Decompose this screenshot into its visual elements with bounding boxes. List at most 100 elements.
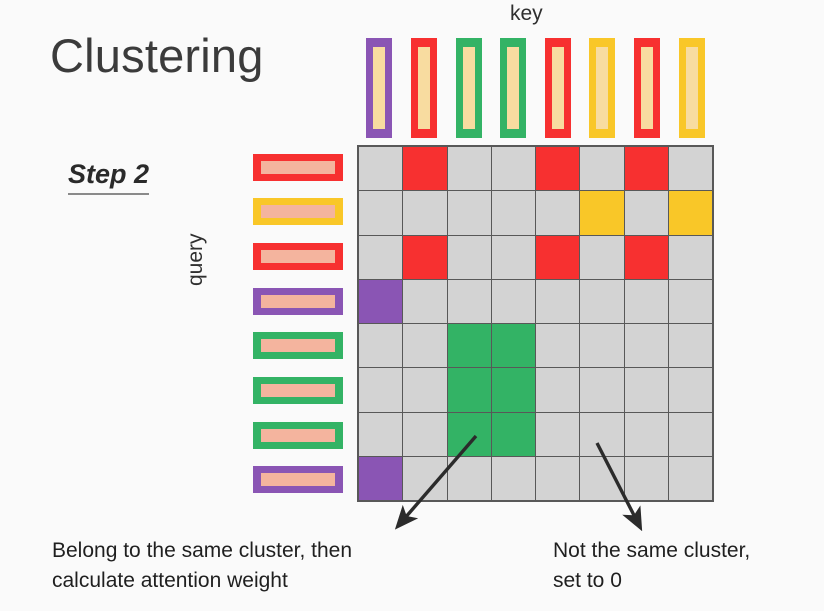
matrix-cell-r4-c3[interactable] [490, 322, 537, 369]
matrix-cell-r1-c6[interactable] [623, 190, 669, 236]
matrix-cell-r5-c6[interactable] [623, 367, 669, 413]
matrix-cell-r2-c3[interactable] [490, 234, 537, 280]
page-title: Clustering [50, 29, 264, 82]
key-bar-red-4 [544, 38, 571, 138]
query-bar-red-0 [253, 153, 343, 181]
key-bar-row [357, 38, 714, 138]
matrix-cell-r6-c6[interactable] [623, 411, 669, 457]
query-bar-inner [261, 339, 335, 353]
attention-matrix-grid[interactable] [357, 145, 714, 502]
key-bar-inner [462, 47, 475, 129]
matrix-cell-r1-c7[interactable] [667, 190, 714, 236]
query-bar-column [253, 145, 345, 502]
matrix-cell-r2-c2[interactable] [446, 234, 492, 280]
matrix-cell-r5-c4[interactable] [534, 367, 581, 413]
caption-same-cluster-line1: Belong to the same cluster, then [52, 539, 353, 562]
matrix-cell-r4-c6[interactable] [623, 322, 669, 369]
matrix-cell-r6-c2[interactable] [446, 411, 492, 457]
key-bar-red-1 [410, 38, 437, 138]
matrix-cell-r0-c5[interactable] [579, 145, 625, 192]
matrix-cell-r5-c3[interactable] [490, 367, 537, 413]
matrix-cell-r6-c0[interactable] [357, 411, 404, 457]
matrix-cell-r6-c4[interactable] [534, 411, 581, 457]
matrix-cell-r0-c7[interactable] [667, 145, 714, 192]
matrix-cell-r5-c7[interactable] [667, 367, 714, 413]
matrix-cell-r0-c3[interactable] [490, 145, 537, 192]
matrix-cell-r6-c3[interactable] [490, 411, 537, 457]
key-bar-inner [596, 47, 609, 129]
matrix-cell-r2-c6[interactable] [623, 234, 669, 280]
matrix-cell-r3-c2[interactable] [446, 278, 492, 325]
matrix-cell-r2-c0[interactable] [357, 234, 404, 280]
matrix-cell-r0-c6[interactable] [623, 145, 669, 192]
matrix-cell-r3-c7[interactable] [667, 278, 714, 325]
query-bar-inner [261, 160, 335, 174]
query-bar-yellow-1 [253, 198, 343, 226]
key-bar-green-3 [500, 38, 527, 138]
key-bar-inner [685, 47, 698, 129]
matrix-cell-r3-c4[interactable] [534, 278, 581, 325]
matrix-cell-r1-c5[interactable] [579, 190, 625, 236]
query-axis-label: query [184, 233, 207, 286]
matrix-cell-r7-c1[interactable] [402, 455, 448, 502]
key-bar-inner [641, 47, 654, 129]
key-bar-red-6 [634, 38, 661, 138]
matrix-cell-r3-c3[interactable] [490, 278, 537, 325]
matrix-cell-r4-c2[interactable] [446, 322, 492, 369]
matrix-cell-r7-c5[interactable] [579, 455, 625, 502]
matrix-cell-r3-c1[interactable] [402, 278, 448, 325]
matrix-cell-r7-c3[interactable] [490, 455, 537, 502]
matrix-cell-r2-c4[interactable] [534, 234, 581, 280]
matrix-cell-r6-c1[interactable] [402, 411, 448, 457]
query-bar-inner [261, 473, 335, 487]
query-bar-purple-3 [253, 287, 343, 315]
key-bar-purple-0 [366, 38, 393, 138]
matrix-cell-r7-c7[interactable] [667, 455, 714, 502]
matrix-cell-r6-c5[interactable] [579, 411, 625, 457]
matrix-cell-r3-c5[interactable] [579, 278, 625, 325]
key-bar-inner [417, 47, 430, 129]
matrix-cell-r2-c1[interactable] [402, 234, 448, 280]
matrix-cell-r1-c0[interactable] [357, 190, 404, 236]
query-bar-purple-7 [253, 466, 343, 494]
matrix-cell-r0-c2[interactable] [446, 145, 492, 192]
key-bar-inner [507, 47, 520, 129]
matrix-cell-r3-c6[interactable] [623, 278, 669, 325]
matrix-cell-r7-c0[interactable] [357, 455, 404, 502]
matrix-cell-r4-c5[interactable] [579, 322, 625, 369]
matrix-cell-r0-c0[interactable] [357, 145, 404, 192]
caption-not-same-cluster-line1: Not the same cluster, [553, 539, 751, 562]
query-bar-green-4 [253, 332, 343, 360]
matrix-cell-r7-c2[interactable] [446, 455, 492, 502]
matrix-cell-r4-c7[interactable] [667, 322, 714, 369]
query-bar-inner [261, 250, 335, 264]
matrix-cell-r1-c1[interactable] [402, 190, 448, 236]
matrix-cell-r5-c1[interactable] [402, 367, 448, 413]
matrix-cell-r4-c4[interactable] [534, 322, 581, 369]
caption-same-cluster: Belong to the same cluster, then calcula… [52, 536, 482, 597]
matrix-cell-r0-c4[interactable] [534, 145, 581, 192]
key-bar-yellow-7 [678, 38, 705, 138]
query-bar-inner [261, 294, 335, 308]
matrix-cell-r7-c6[interactable] [623, 455, 669, 502]
matrix-cell-r1-c4[interactable] [534, 190, 581, 236]
key-bar-inner [551, 47, 564, 129]
matrix-cell-r2-c7[interactable] [667, 234, 714, 280]
matrix-cell-r0-c1[interactable] [402, 145, 448, 192]
query-bar-green-5 [253, 376, 343, 404]
matrix-cell-r7-c4[interactable] [534, 455, 581, 502]
matrix-cell-r3-c0[interactable] [357, 278, 404, 325]
matrix-cell-r1-c2[interactable] [446, 190, 492, 236]
matrix-cell-r5-c5[interactable] [579, 367, 625, 413]
key-bar-yellow-5 [589, 38, 616, 138]
step-label: Step 2 [68, 159, 150, 195]
matrix-cell-r2-c5[interactable] [579, 234, 625, 280]
matrix-cell-r4-c1[interactable] [402, 322, 448, 369]
matrix-cell-r5-c2[interactable] [446, 367, 492, 413]
matrix-cell-r6-c7[interactable] [667, 411, 714, 457]
matrix-cell-r1-c3[interactable] [490, 190, 537, 236]
matrix-cell-r5-c0[interactable] [357, 367, 404, 413]
key-axis-label: key [510, 2, 543, 25]
matrix-cell-r4-c0[interactable] [357, 322, 404, 369]
